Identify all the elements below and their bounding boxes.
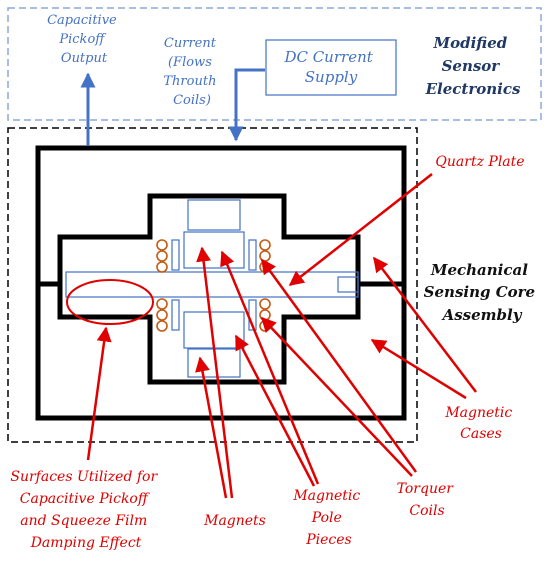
torquer-coils [156,239,271,332]
callout-arrows [86,173,477,499]
coil-right-1 [259,239,271,251]
magnets-arrow-upper [196,246,234,499]
coil-left-6 [156,320,168,332]
cases-arrow-upper [373,256,477,393]
coil-left-1 [156,239,168,251]
torquer-coils-label: Torquer Coils [397,481,458,519]
quartz-plate-tab [337,276,359,293]
quartz-plate-arrow [288,173,433,286]
surfaces-arrow [86,326,112,461]
coil-left-5 [156,309,168,321]
left-bobbin-top [171,239,180,271]
mechanical-core-label: Mechanical Sensing Core Assembly [424,261,541,324]
inner-magnetic-case [57,193,361,385]
upper-pole-piece [183,231,245,269]
magnets-arrow-lower [195,356,228,499]
pole-arrow-upper [220,250,320,485]
core-assembly-box [7,127,418,443]
dc-supply-box [265,39,397,96]
current-arrow [228,68,265,142]
upper-magnet [187,199,241,231]
right-bobbin-top [248,239,257,271]
electronics-box [7,7,542,121]
surfaces-label: Surfaces Utilized for Capacitive Pickoff… [10,469,161,551]
cases-arrow-lower [370,338,467,400]
coil-right-4 [259,298,271,310]
coils-arrow-lower [260,316,413,477]
pole-arrow-lower [234,334,316,487]
magnets-label: Magnets [203,513,266,529]
dc-supply-label: DC Current Supply [283,48,377,86]
modified-electronics-label: Modified Sensor Electronics [425,34,521,98]
current-label: Current (Flows Throuth Coils) [163,36,220,108]
pole-pieces-label: Magnetic Pole Pieces [292,488,364,548]
coil-right-2 [259,250,271,262]
quartz-plate [65,271,359,298]
quartz-plate-label: Quartz Plate [435,154,524,170]
magnetic-cases-label: Magnetic Cases [444,405,516,442]
capacitive-surface-highlight [66,279,154,325]
coils-arrow-upper [260,258,418,473]
coil-left-3 [156,261,168,273]
coil-left-2 [156,250,168,262]
capacitive-output-label: Capacitive Pickoff Output [47,13,121,66]
left-bobbin-bottom [171,299,180,331]
coil-left-4 [156,298,168,310]
